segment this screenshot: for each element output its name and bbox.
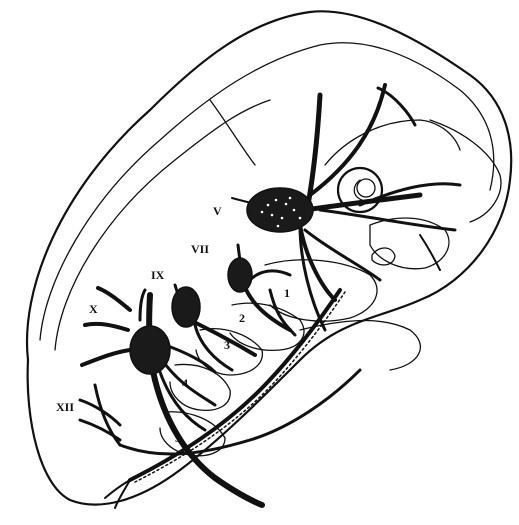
label-cranial-nerve-vii: VII bbox=[191, 242, 209, 256]
nasal-pit-outline bbox=[372, 248, 395, 265]
label-arch-4: 4 bbox=[182, 376, 188, 390]
embryo-outer-outline bbox=[27, 11, 511, 504]
maxillary-process-outline bbox=[370, 218, 449, 269]
label-cranial-nerve-x: X bbox=[89, 302, 98, 316]
forebrain-inner-outline bbox=[325, 120, 460, 165]
glossopharyngeal-ganglion bbox=[172, 287, 200, 327]
trigeminal-ganglion bbox=[247, 188, 313, 232]
label-cranial-nerve-ix: IX bbox=[151, 268, 165, 282]
eye-inner bbox=[357, 179, 375, 197]
label-arch-3: 3 bbox=[224, 338, 230, 352]
pharyngeal-arch-1-outline bbox=[265, 260, 377, 321]
vagus-ganglion bbox=[130, 326, 170, 374]
pharyngeal-arch-4-outline bbox=[170, 364, 230, 410]
vagus-nerve bbox=[82, 288, 262, 505]
label-arch-1: 1 bbox=[284, 286, 290, 300]
label-cranial-nerve-xii: XII bbox=[56, 400, 74, 414]
facial-ganglion bbox=[228, 258, 252, 292]
label-cranial-nerve-v: V bbox=[213, 204, 222, 218]
descending-nerve-trunk bbox=[105, 290, 345, 508]
label-arch-2: 2 bbox=[239, 311, 245, 325]
label-arch-5: 5 bbox=[175, 431, 181, 445]
hypoglossal-nerve bbox=[80, 370, 360, 454]
